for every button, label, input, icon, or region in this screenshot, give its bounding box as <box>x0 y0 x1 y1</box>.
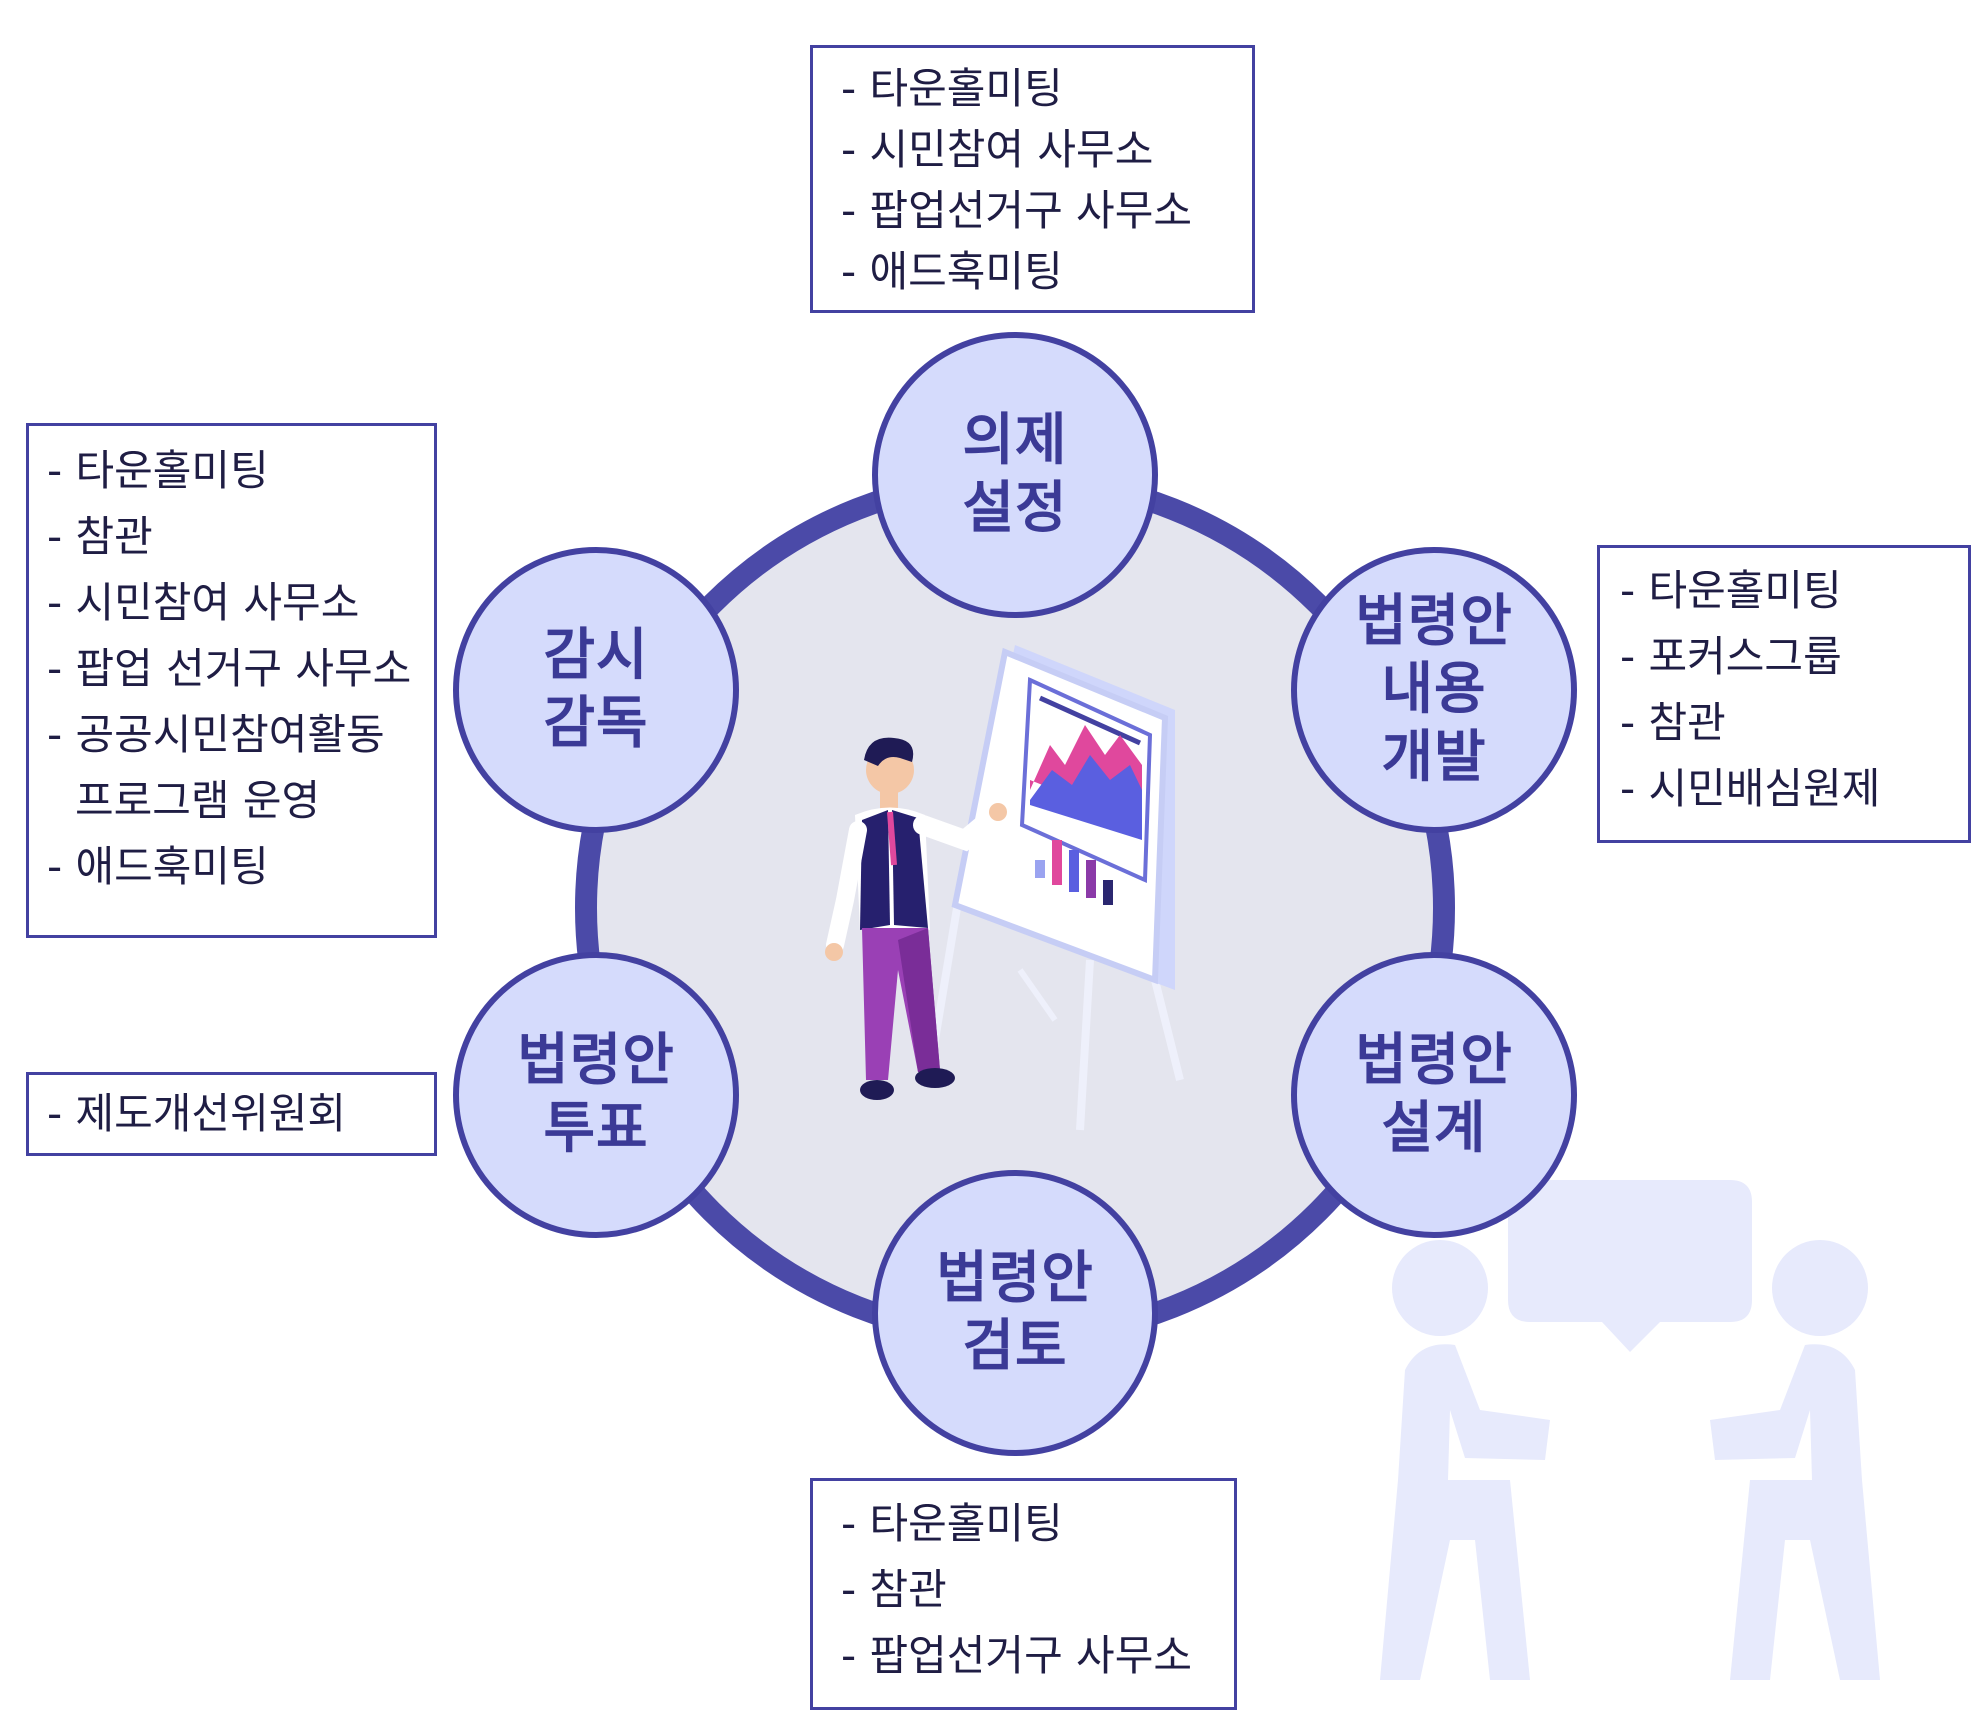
list-item: - 시민참여 사무소 <box>47 578 360 627</box>
list-item: - 애드훅미팅 <box>841 247 1063 296</box>
stage-label: 법령안 검토 <box>936 1246 1094 1379</box>
stage-label: 감시 감독 <box>543 623 649 756</box>
list-item: - 애드훅미팅 <box>47 842 269 891</box>
stage-agenda-setting: 의제 설정 <box>872 332 1158 618</box>
list-item: - 타운홀미팅 <box>841 64 1063 113</box>
oversight-methods-box: - 타운홀미팅 - 참관 - 시민참여 사무소 - 팝업 선거구 사무소 - 공… <box>26 423 437 938</box>
list-item: 프로그램 운영 <box>75 776 321 825</box>
stage-label: 법령안 투표 <box>517 1028 675 1161</box>
review-methods-box: - 타운홀미팅 - 참관 - 팝업선거구 사무소 <box>810 1478 1237 1710</box>
list-item: - 팝업선거구 사무소 <box>841 186 1192 235</box>
content-methods-box: - 타운홀미팅 - 포커스그룹 - 참관 - 시민배심원제 <box>1597 545 1971 843</box>
two-people-conversation-icon <box>1380 1180 1880 1680</box>
stage-bill-design: 법령안 설계 <box>1291 952 1577 1238</box>
stage-content-development: 법령안 내용 개발 <box>1291 547 1577 833</box>
list-item: - 시민배심원제 <box>1620 764 1881 813</box>
vote-methods-box: - 제도개선위원회 <box>26 1072 437 1156</box>
list-item: - 시민참여 사무소 <box>841 125 1154 174</box>
list-item: - 타운홀미팅 <box>841 1499 1063 1548</box>
list-item: - 타운홀미팅 <box>47 446 269 495</box>
stage-label: 법령안 내용 개발 <box>1355 589 1513 790</box>
list-item: - 참관 <box>47 512 153 561</box>
presenter-with-flipchart-icon <box>825 645 1184 1131</box>
list-item: - 참관 <box>841 1565 947 1614</box>
list-item: - 제도개선위원회 <box>47 1089 346 1138</box>
list-item: - 타운홀미팅 <box>1620 566 1842 615</box>
stage-label: 법령안 설계 <box>1355 1028 1513 1161</box>
stage-oversight: 감시 감독 <box>453 547 739 833</box>
list-item: - 참관 <box>1620 698 1726 747</box>
list-item: - 팝업 선거구 사무소 <box>47 644 412 693</box>
list-item: - 포커스그룹 <box>1620 632 1842 681</box>
stage-bill-review: 법령안 검토 <box>872 1170 1158 1456</box>
agenda-methods-box: - 타운홀미팅 - 시민참여 사무소 - 팝업선거구 사무소 - 애드훅미팅 <box>810 45 1255 313</box>
stage-label: 의제 설정 <box>962 408 1068 541</box>
list-item: - 팝업선거구 사무소 <box>841 1631 1192 1680</box>
list-item: - 공공시민참여활동 <box>47 710 385 759</box>
stage-bill-vote: 법령안 투표 <box>453 952 739 1238</box>
